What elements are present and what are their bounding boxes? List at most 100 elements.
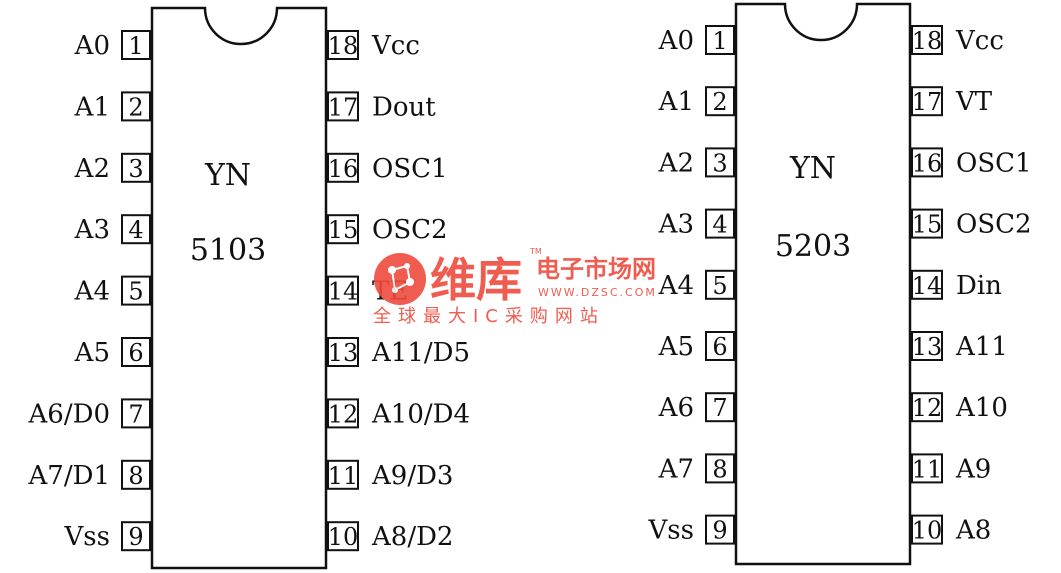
pin-box: [121, 337, 151, 367]
pin-number: 16: [912, 149, 943, 177]
pin-label: A7: [658, 454, 694, 484]
pin-label: A2: [658, 148, 694, 178]
pin-label: Dout: [372, 92, 436, 122]
pin-6: 6A5: [658, 331, 735, 362]
pin-box: [121, 91, 151, 122]
pin-box: [911, 331, 943, 361]
pin-2: 2 A1: [74, 91, 151, 122]
pin-label: A6/D0: [28, 399, 110, 429]
pin-box: [121, 275, 151, 306]
pin-number: 2: [128, 93, 143, 121]
pin-number: 17: [912, 88, 943, 116]
pin-label: A2: [74, 154, 110, 184]
chip-body: [734, 2, 912, 566]
pin-label: A8/D2: [371, 522, 453, 552]
pin-number: 5: [712, 272, 727, 300]
pin-box: [327, 91, 359, 122]
pin-box: [705, 25, 735, 55]
pin-7: 7 A6/D0: [28, 398, 151, 429]
pin-label: OSC2: [956, 210, 1032, 240]
pin-number: 14: [328, 278, 359, 306]
chip-name-line1: YN: [204, 158, 251, 193]
pin-box: [121, 398, 151, 429]
pin-number: 15: [328, 216, 359, 244]
pin-label: A1: [74, 92, 110, 122]
pin-label: A3: [74, 215, 110, 245]
pin-number: 2: [712, 88, 727, 116]
pin-label: A9: [955, 454, 991, 484]
watermark-url: WWW.DZSC.COM: [538, 286, 657, 299]
pin-number: 7: [712, 394, 727, 422]
watermark-logo: 维库 电子市场网 TM WWW.DZSC.COM 全球最大IC采购网站: [373, 247, 657, 327]
pin-1: 1A0: [658, 25, 735, 56]
pin-label: A5: [658, 332, 694, 362]
pin-box: [911, 453, 943, 484]
pin-label: A8: [955, 516, 991, 546]
pin-box: [121, 152, 151, 183]
pin-8: 8A7/D1: [28, 459, 151, 491]
pin-number: 3: [712, 149, 727, 177]
pin-number: 11: [912, 455, 943, 483]
pin-17: 17 VT: [911, 86, 993, 117]
pin-5: 5 A4: [658, 269, 735, 301]
pin-label: A9/D3: [371, 461, 453, 491]
pin-box: [327, 152, 359, 183]
pin-number: 4: [712, 211, 727, 239]
pin-label: A4: [658, 271, 694, 301]
pin-number: 10: [912, 517, 943, 545]
pin-box: [121, 214, 151, 245]
pin-box: [911, 269, 943, 300]
pin-box: [705, 208, 735, 239]
pin-label: A5: [74, 338, 110, 368]
pin-number: 12: [328, 400, 359, 428]
chip-name-line2: 5203: [775, 229, 851, 264]
pin-label: Vcc: [955, 26, 1004, 56]
pin-number: 7: [128, 400, 143, 428]
pin-label: A11: [955, 332, 1008, 362]
pin-13: 13 A11: [911, 331, 1008, 362]
pin-number: 1: [128, 32, 143, 60]
pin-number: 13: [912, 333, 943, 361]
pin-box: [327, 459, 359, 490]
pin-label: OSC2: [372, 215, 448, 245]
watermark-trademark: TM: [529, 247, 542, 256]
pin-number: 17: [328, 93, 359, 121]
pin-label: A0: [658, 26, 694, 56]
pin-4: 4 A3: [74, 214, 151, 245]
pin-box: [911, 514, 943, 545]
pin-label: Vss: [648, 516, 694, 546]
chip-name-line1: YN: [789, 151, 836, 186]
pin-label: Vss: [64, 522, 110, 552]
pin-box: [705, 147, 735, 178]
pin-number: 14: [912, 272, 943, 300]
pin-box: [327, 337, 359, 367]
pin-box: [327, 214, 359, 245]
pin-number: 18: [912, 27, 943, 55]
pin-label: A1: [658, 87, 694, 117]
pin-17: 17 Dout: [327, 91, 436, 122]
pin-box: [705, 269, 735, 300]
chip-yn5103: YN 5103 1A02A13A24A35A46A57A6/D08A7/D19V…: [28, 6, 470, 570]
pin-18: 18 Vcc: [911, 25, 1004, 56]
pin-label: A6: [658, 393, 694, 423]
pin-number: 9: [712, 517, 727, 545]
pin-box: [121, 459, 151, 490]
pin-box: [705, 392, 735, 423]
pin-label: A10: [955, 393, 1008, 423]
pin-label: VT: [955, 87, 993, 117]
pin-number: 9: [128, 523, 143, 551]
pin-box: [911, 147, 943, 178]
pin-1: 1A0: [74, 30, 151, 61]
pin-7: 7 A6: [658, 392, 735, 423]
pin-9: 9 Vss: [648, 514, 735, 546]
pin-number: 4: [128, 216, 143, 244]
pin-label: OSC1: [372, 154, 448, 184]
